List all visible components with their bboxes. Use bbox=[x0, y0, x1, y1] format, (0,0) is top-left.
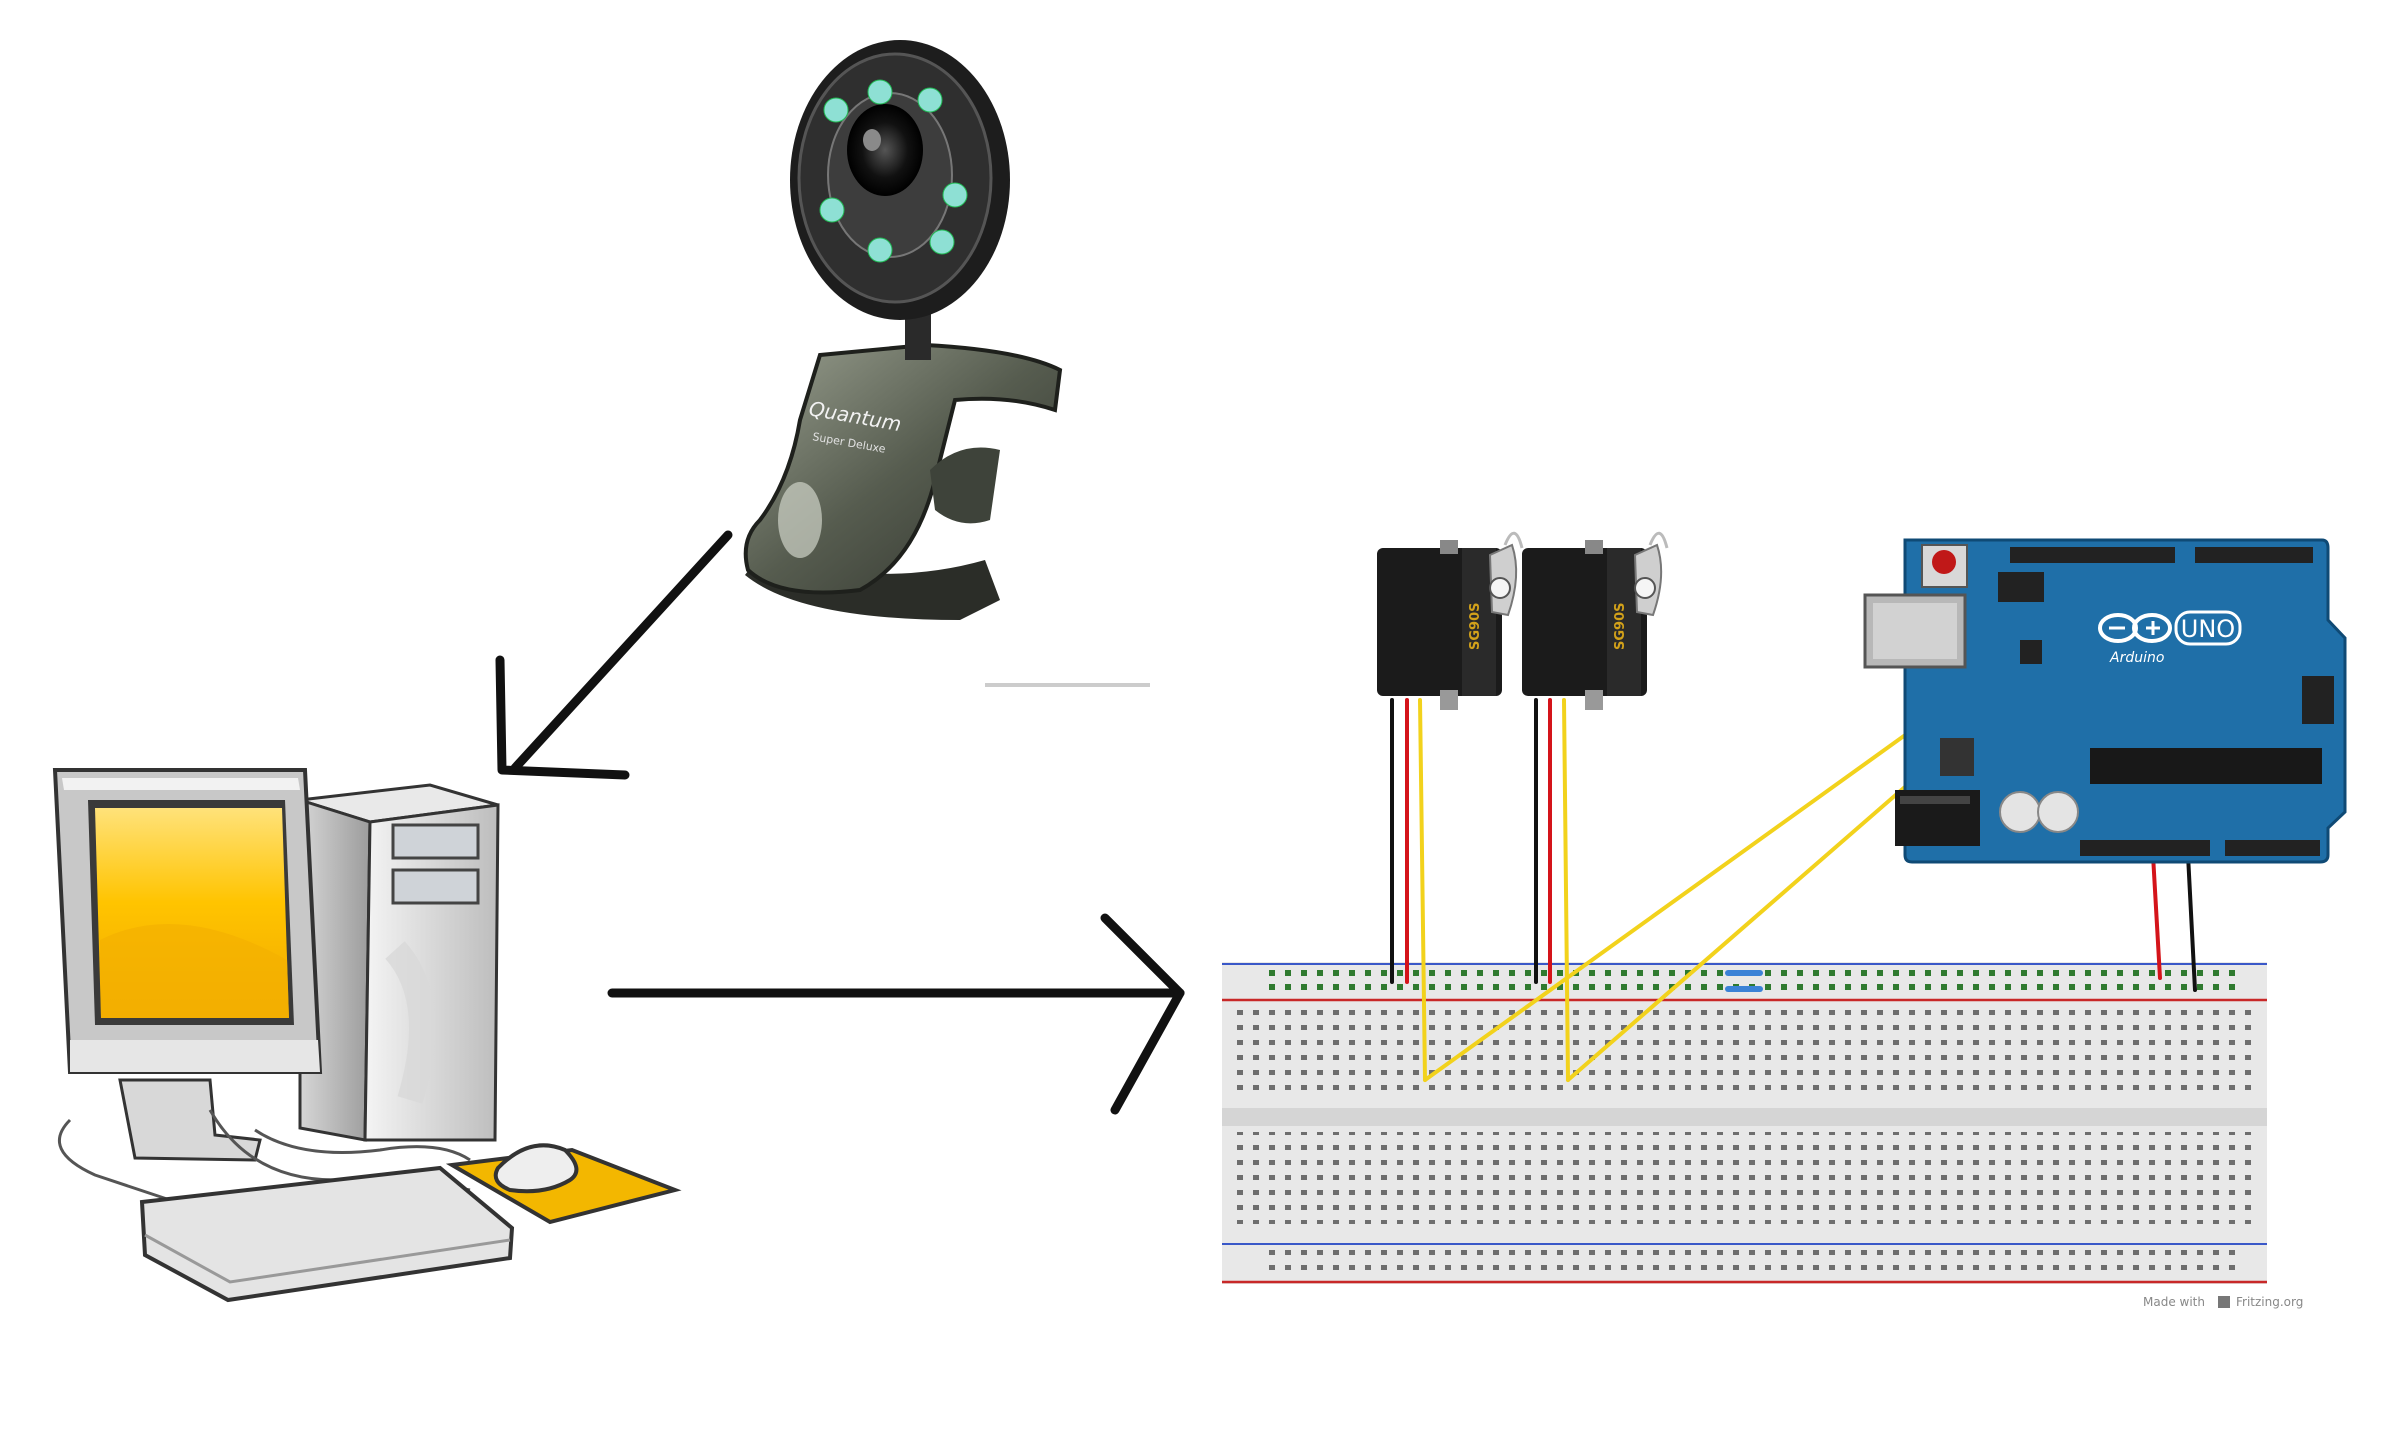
desktop-computer-icon bbox=[52, 768, 682, 1303]
arrow-computer-to-breadboard bbox=[607, 913, 1185, 1115]
fritzing-label: Fritzing.org bbox=[2236, 1295, 2303, 1309]
servo-icon: SG90S bbox=[1522, 531, 1669, 710]
arduino-logo-icon bbox=[2098, 613, 2172, 643]
arduino-board-icon: UNO Arduino bbox=[1863, 538, 2347, 864]
arrow-webcam-to-computer bbox=[495, 530, 733, 780]
made-with-label: Made with bbox=[2143, 1295, 2205, 1309]
arduino-model-label: UNO bbox=[2181, 615, 2235, 643]
breadboard-icon bbox=[1222, 962, 2267, 1284]
webcam-icon: Quantum Super Deluxe bbox=[743, 35, 1150, 687]
arduino-brand-label: Arduino bbox=[2109, 650, 2164, 666]
fritzing-icon bbox=[2218, 1296, 2230, 1308]
servo-2-label: SG90S bbox=[1613, 603, 1628, 651]
fritzing-credit: Made with Fritzing.org bbox=[2143, 1295, 2303, 1309]
servo-icon: SG90S bbox=[1377, 531, 1524, 710]
servo-1-label: SG90S bbox=[1468, 603, 1483, 651]
